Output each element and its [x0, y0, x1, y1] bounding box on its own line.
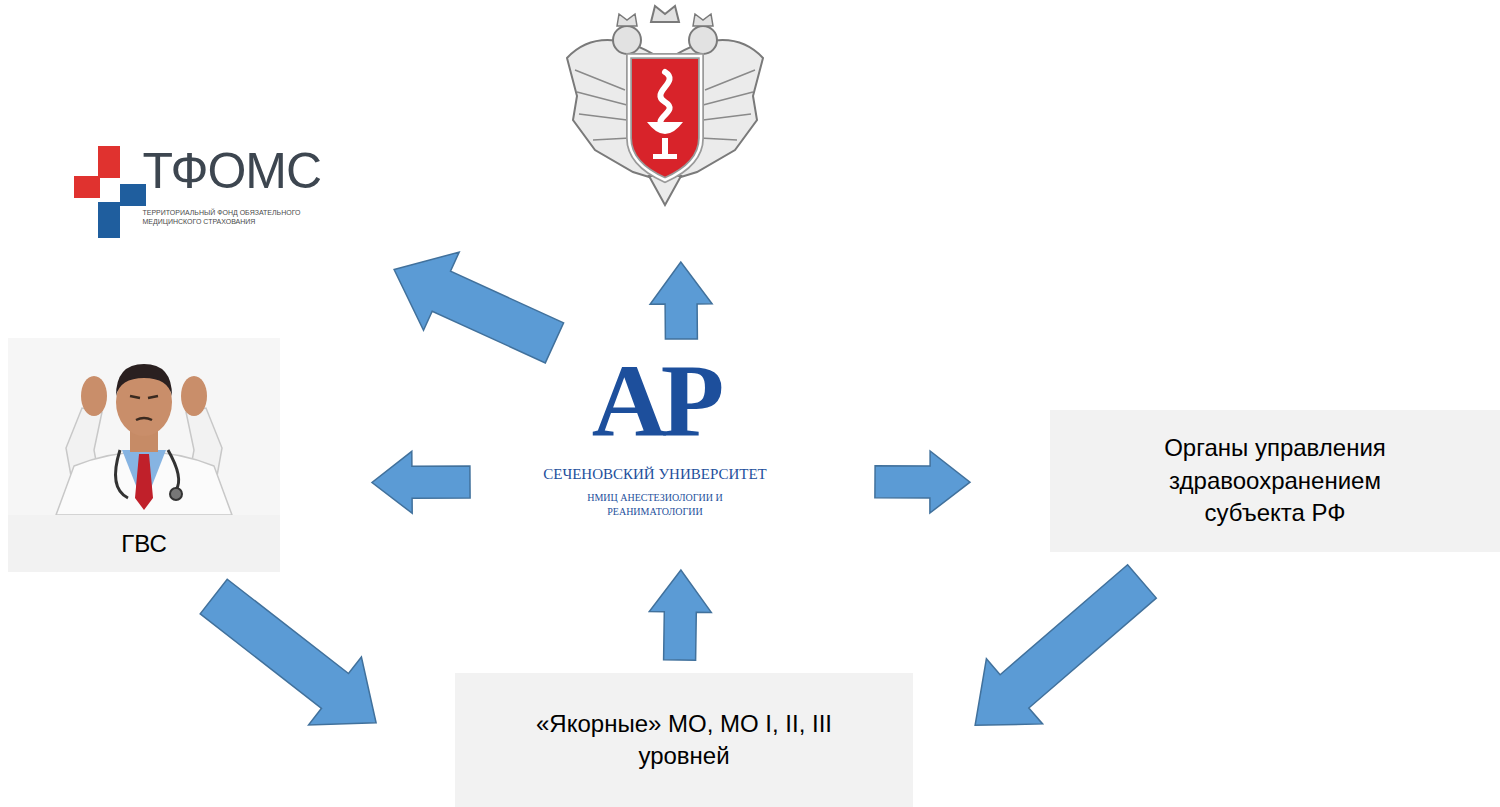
- block-arrow: [650, 262, 712, 339]
- node-label: ГВС: [8, 515, 280, 572]
- shield: [629, 56, 701, 180]
- chalice: [647, 122, 683, 159]
- hair: [116, 364, 172, 396]
- stethoscope: [116, 450, 179, 498]
- cross-arm: [98, 202, 120, 238]
- block-arrow: [875, 451, 970, 513]
- stethoscope: [170, 488, 182, 500]
- process-box: «Якорные» МО, МО I, II, III уровней: [455, 673, 913, 807]
- eagle-head: [613, 26, 641, 54]
- snake: [660, 72, 669, 128]
- logo-subtitle: НМИЦ АНЕСТЕЗИОЛОГИИ И РЕАНИМАТОЛОГИИ: [580, 491, 730, 518]
- logo-letters: АР: [535, 345, 775, 459]
- doctor-photo: [8, 338, 280, 515]
- fund-logo: ТФОМС ТЕРРИТОРИАЛЬНЫЙ ФОНД ОБЯЗАТЕЛЬНОГО …: [61, 140, 330, 240]
- block-arrow: [975, 565, 1156, 726]
- block-arrow: [200, 579, 376, 725]
- tie: [135, 454, 153, 510]
- tfoms-mark: [74, 146, 146, 238]
- block-arrow: [372, 451, 470, 513]
- box-text: «Якорные» МО, МО I, II, III уровней: [504, 708, 864, 773]
- block-arrow: [649, 570, 711, 660]
- block-arrow: [394, 252, 563, 363]
- logo-subtitle: ТЕРРИТОРИАЛЬНЫЙ ФОНД ОБЯЗАТЕЛЬНОГО МЕДИЦ…: [143, 208, 308, 226]
- crown: [617, 14, 713, 26]
- cross-arm: [74, 176, 100, 198]
- eagle-head: [689, 26, 717, 54]
- logo-wordmark: ТФОМС: [143, 146, 330, 196]
- cross-arm: [120, 184, 146, 206]
- coat: [56, 452, 232, 515]
- ministry-emblem: [555, 0, 775, 207]
- cross-arm: [98, 146, 120, 178]
- crown: [651, 6, 679, 22]
- shield-rim: [629, 56, 701, 180]
- expert-node: ГВС: [8, 338, 280, 572]
- logo-title: СЕЧЕНОВСКИЙ УНИВЕРСИТЕТ: [535, 465, 775, 483]
- emblem-node: [555, 0, 775, 207]
- university-logo: АР СЕЧЕНОВСКИЙ УНИВЕРСИТЕТ НМИЦ АНЕСТЕЗИОЛ…: [535, 345, 775, 532]
- photo-ground: [8, 338, 280, 515]
- face: [130, 396, 158, 420]
- process-box: Органы управления здравоохранением субъе…: [1050, 410, 1500, 552]
- box-text: Органы управления здравоохранением субъе…: [1125, 432, 1425, 529]
- hand: [81, 376, 107, 416]
- hand: [181, 376, 207, 416]
